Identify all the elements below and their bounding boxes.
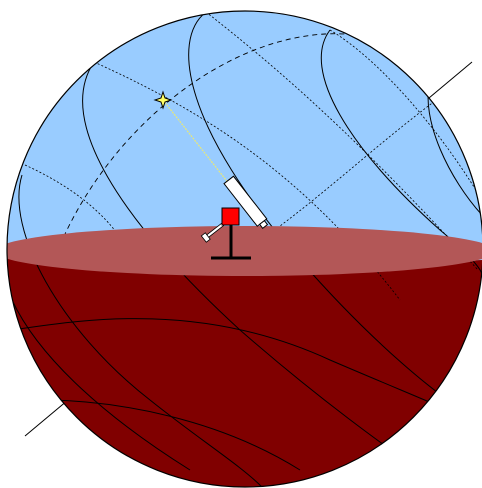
mount-block <box>221 207 240 226</box>
sphere-outline <box>6 10 482 488</box>
star-icon <box>153 90 173 110</box>
tripod-icon <box>211 225 251 260</box>
telescope-icon <box>200 175 269 243</box>
horizon-plane <box>7 226 482 276</box>
ground-hemisphere <box>7 250 482 487</box>
